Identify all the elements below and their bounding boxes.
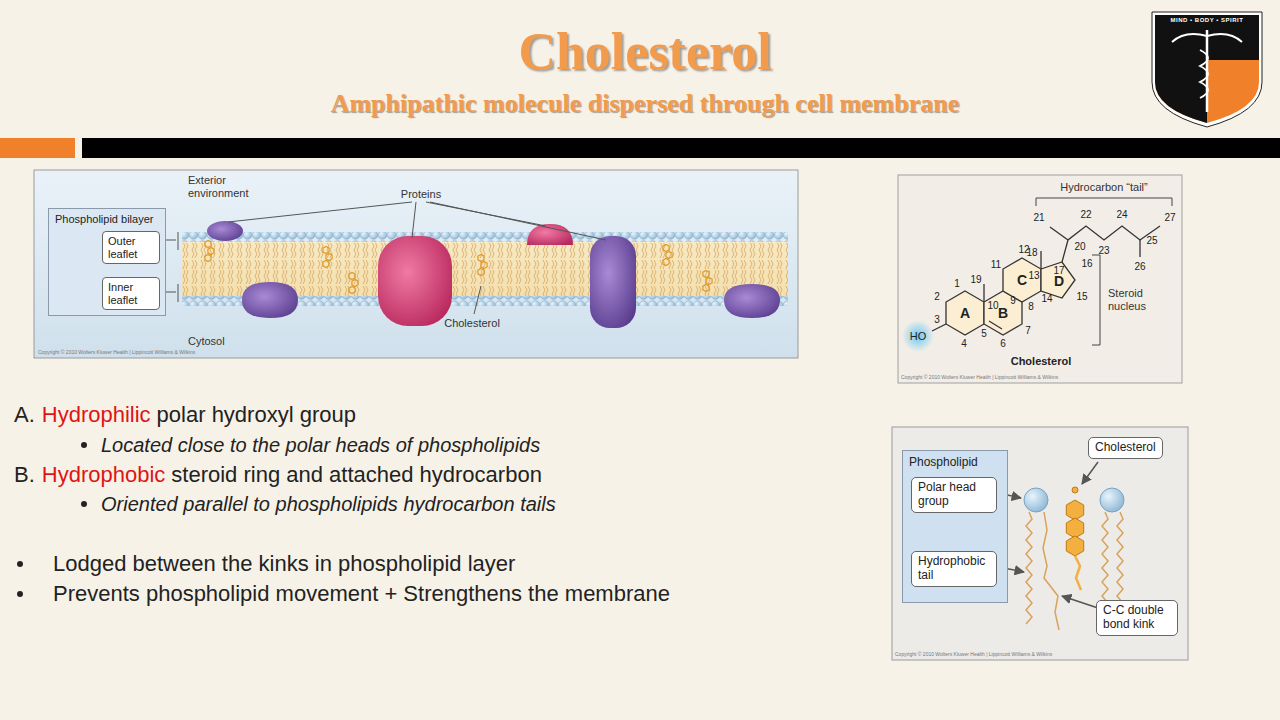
node-text: Hydrophobic tail — [918, 555, 990, 583]
copyright-note: Copyright © 2010 Wolters Kluwer Health |… — [895, 652, 1052, 658]
callout-label: Proteins — [401, 188, 441, 201]
list-marker: A. — [14, 402, 35, 427]
list-item: steroid ring and attached hydrocarbon — [171, 462, 542, 487]
carbon-number: 9 — [1010, 295, 1016, 307]
cholesterol-structure — [898, 175, 1182, 383]
carbon-number: 10 — [987, 300, 998, 312]
carbon-number: 7 — [1025, 325, 1031, 337]
callout-box: Cholesterol — [1088, 437, 1163, 459]
node-text: Phospholipid — [909, 455, 1001, 469]
carbon-number: 15 — [1076, 291, 1087, 303]
node-text: Phospholipid bilayer — [55, 213, 159, 225]
carbon-number: 11 — [991, 259, 1001, 271]
logo-shield — [1152, 12, 1262, 127]
carbon-number: 8 — [1028, 301, 1034, 313]
ring-label: A — [960, 305, 970, 321]
carbon-number: 27 — [1164, 212, 1175, 224]
carbon-number: 13 — [1028, 270, 1039, 282]
carbon-number: 18 — [1026, 247, 1037, 259]
header-bar — [0, 138, 75, 158]
callout-box: Polar head group — [911, 477, 997, 513]
carbon-number: 26 — [1134, 261, 1145, 273]
list-item: polar hydroxyl group — [157, 402, 356, 427]
carbon-number: 4 — [961, 338, 967, 350]
carbon-number: 20 — [1074, 241, 1085, 253]
node-text: Inner leaflet — [108, 281, 154, 306]
callout-box: C-C double bond kink — [1096, 600, 1178, 636]
membrane-illustration — [34, 170, 798, 358]
carbon-number: 2 — [934, 291, 940, 303]
carbon-number: 19 — [970, 274, 981, 286]
bilayer-panel: Phospholipid bilayerOuter leafletInner l… — [48, 208, 166, 316]
node-text: Cholesterol — [1095, 441, 1156, 455]
node-text: Outer leaflet — [108, 235, 154, 260]
list-item: Lodged between the kinks in phospholipid… — [53, 551, 515, 576]
phospholipid-panel: PhospholipidPolar head groupHydrophobic … — [902, 450, 1008, 603]
carbon-number: 17 — [1053, 265, 1064, 277]
copyright-note: Copyright © 2010 Wolters Kluwer Health |… — [901, 375, 1058, 381]
atom-label: HO — [910, 330, 927, 343]
list-item: Prevents phospholipid movement + Strengt… — [53, 581, 670, 606]
copyright-note: Copyright © 2010 Wolters Kluwer Health |… — [38, 350, 195, 356]
carbon-number: 6 — [1000, 338, 1006, 350]
carbon-number: 22 — [1080, 209, 1091, 221]
carbon-number: 25 — [1146, 235, 1157, 247]
carbon-number: 21 — [1033, 212, 1044, 224]
key-term: Hydrophilic — [42, 402, 151, 427]
carbon-number: 24 — [1116, 209, 1127, 221]
carbon-number: 1 — [954, 278, 960, 290]
node-text: C-C double bond kink — [1103, 604, 1171, 632]
carbon-number: 5 — [981, 328, 987, 340]
leaflet-box: Outer leaflet — [102, 231, 160, 264]
list-item: Located close to the polar heads of phos… — [101, 434, 540, 457]
logo-motto: MIND • BODY • SPIRIT — [1171, 17, 1244, 24]
carbon-number: 16 — [1081, 258, 1092, 270]
bracket-label: Steroid nucleus — [1108, 287, 1172, 312]
list-item: Oriented parallel to phospholipids hydro… — [101, 493, 556, 516]
region-label: Exterior environment — [188, 174, 252, 199]
carbon-number: 23 — [1098, 245, 1109, 257]
leaflet-box: Inner leaflet — [102, 277, 160, 310]
subtitle: Amphipathic molecule dispersed through c… — [331, 89, 960, 119]
callout-label: Cholesterol — [444, 317, 500, 330]
callout-box: Hydrophobic tail — [911, 551, 997, 587]
region-label: Cytosol — [188, 335, 225, 348]
carbon-number: 3 — [934, 314, 940, 326]
key-term: Hydrophobic — [42, 462, 166, 487]
figure-caption: Cholesterol — [1011, 355, 1072, 368]
header-bar — [82, 138, 1280, 158]
membrane-detail — [892, 427, 1188, 660]
bracket-label: Hydrocarbon “tail” — [1060, 181, 1147, 194]
node-text: Polar head group — [918, 481, 990, 509]
ring-label: C — [1017, 272, 1027, 288]
list-marker: B. — [14, 462, 35, 487]
carbon-number: 14 — [1041, 293, 1052, 305]
slide-title: Cholesterol — [0, 22, 1280, 81]
ring-label: B — [998, 305, 1008, 321]
